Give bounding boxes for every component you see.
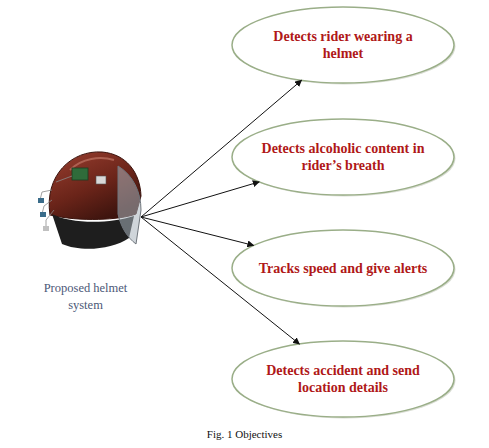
objective-text: Detects accident and send location detai… (257, 362, 429, 396)
sensor-module (96, 176, 106, 184)
arrow-connector (141, 80, 302, 217)
ellipse-text-wrap: Detects alcoholic content in rider’s bre… (230, 117, 456, 197)
ellipse-outline (230, 5, 456, 85)
figure-caption: Fig. 1 Objectives (0, 428, 489, 440)
ellipse-text-wrap: Detects rider wearing a helmet (230, 5, 456, 85)
ellipse-text-wrap: Tracks speed and give alerts (230, 228, 456, 308)
circuit-board (72, 168, 88, 180)
helmet-system-node: Proposed helmet system (30, 150, 141, 320)
ellipse-outline (230, 339, 456, 419)
objective-text: Tracks speed and give alerts (257, 260, 429, 277)
ellipse-outline (230, 117, 456, 197)
sensor-chip (38, 198, 44, 203)
objective-ellipse: Detects alcoholic content in rider’s bre… (230, 117, 456, 197)
system-label: Proposed helmet system (30, 280, 141, 314)
ellipse-shape (232, 341, 454, 417)
helmet-visor (118, 166, 141, 244)
sensor-chip (43, 226, 49, 231)
arrow-connector (141, 217, 254, 245)
objective-text: Detects alcoholic content in rider’s bre… (257, 140, 429, 174)
ellipse-shape (232, 7, 454, 83)
ellipse-shape (232, 230, 454, 306)
objective-ellipse: Detects rider wearing a helmet (230, 5, 456, 85)
objective-ellipse: Tracks speed and give alerts (230, 228, 456, 308)
sensor-chip (40, 212, 46, 217)
arrow-connector (141, 217, 299, 344)
ellipse-shape (232, 119, 454, 195)
objective-ellipse: Detects accident and send location detai… (230, 339, 456, 419)
objective-text: Detects rider wearing a helmet (257, 28, 429, 62)
arrow-connector (141, 182, 259, 217)
helmet-wires (40, 176, 72, 228)
ellipse-text-wrap: Detects accident and send location detai… (230, 339, 456, 419)
